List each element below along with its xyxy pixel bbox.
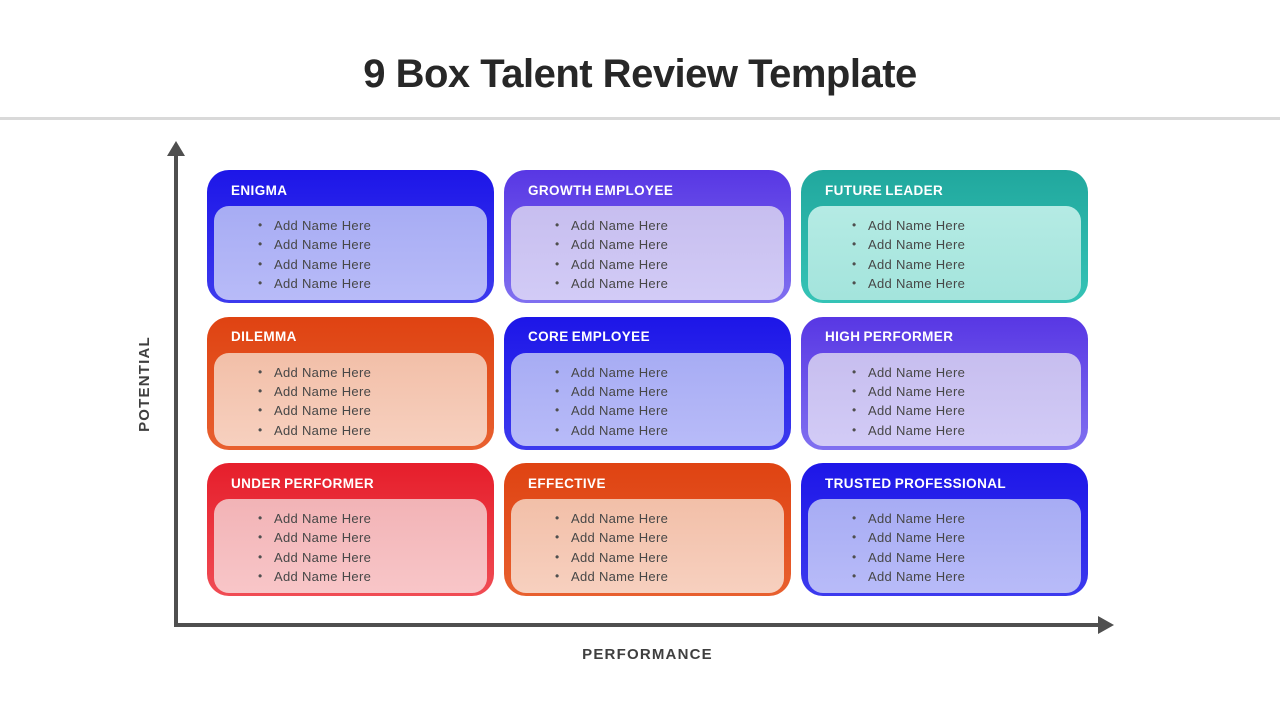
cell-list: Add Name HereAdd Name HereAdd Name HereA… <box>852 216 1071 294</box>
name-placeholder-item[interactable]: Add Name Here <box>555 567 774 587</box>
cell-header: GROWTH EMPLOYEE <box>504 170 791 206</box>
name-placeholder-item[interactable]: Add Name Here <box>852 509 1071 529</box>
matrix-cell-future-leader[interactable]: FUTURE LEADER Add Name HereAdd Name Here… <box>801 170 1088 303</box>
cell-header: TRUSTED PROFESSIONAL <box>801 463 1088 499</box>
name-placeholder-item[interactable]: Add Name Here <box>852 528 1071 548</box>
name-placeholder-item[interactable]: Add Name Here <box>258 401 477 421</box>
y-axis-line <box>174 153 178 627</box>
cell-panel: Add Name HereAdd Name HereAdd Name HereA… <box>511 206 784 300</box>
name-placeholder-item[interactable]: Add Name Here <box>852 235 1071 255</box>
cell-header: ENIGMA <box>207 170 494 206</box>
name-placeholder-item[interactable]: Add Name Here <box>555 235 774 255</box>
matrix-cell-core-employee[interactable]: CORE EMPLOYEE Add Name HereAdd Name Here… <box>504 316 791 450</box>
matrix-cell-trusted-professional[interactable]: TRUSTED PROFESSIONAL Add Name HereAdd Na… <box>801 463 1088 596</box>
name-placeholder-item[interactable]: Add Name Here <box>258 235 477 255</box>
y-axis-label: POTENTIAL <box>136 336 153 432</box>
name-placeholder-item[interactable]: Add Name Here <box>852 216 1071 236</box>
cell-panel: Add Name HereAdd Name HereAdd Name HereA… <box>214 499 487 593</box>
name-placeholder-item[interactable]: Add Name Here <box>852 401 1071 421</box>
cell-panel: Add Name HereAdd Name HereAdd Name HereA… <box>214 352 487 447</box>
cell-title: CORE EMPLOYEE <box>528 329 650 344</box>
name-placeholder-item[interactable]: Add Name Here <box>852 382 1071 402</box>
cell-header: UNDER PERFORMER <box>207 463 494 499</box>
cell-list: Add Name HereAdd Name HereAdd Name HereA… <box>258 363 477 441</box>
cell-header: FUTURE LEADER <box>801 170 1088 206</box>
nine-box-grid: ENIGMA Add Name HereAdd Name HereAdd Nam… <box>207 170 1088 596</box>
name-placeholder-item[interactable]: Add Name Here <box>852 567 1071 587</box>
name-placeholder-item[interactable]: Add Name Here <box>555 509 774 529</box>
name-placeholder-item[interactable]: Add Name Here <box>258 274 477 294</box>
y-axis-arrow-icon <box>167 141 185 156</box>
cell-list: Add Name HereAdd Name HereAdd Name HereA… <box>555 216 774 294</box>
cell-panel: Add Name HereAdd Name HereAdd Name HereA… <box>808 352 1081 447</box>
name-placeholder-item[interactable]: Add Name Here <box>258 382 477 402</box>
name-placeholder-item[interactable]: Add Name Here <box>258 216 477 236</box>
name-placeholder-item[interactable]: Add Name Here <box>555 548 774 568</box>
name-placeholder-item[interactable]: Add Name Here <box>258 548 477 568</box>
cell-panel: Add Name HereAdd Name HereAdd Name HereA… <box>808 499 1081 593</box>
cell-list: Add Name HereAdd Name HereAdd Name HereA… <box>852 509 1071 587</box>
cell-title: TRUSTED PROFESSIONAL <box>825 475 1007 491</box>
matrix-cell-dilemma[interactable]: DILEMMA Add Name HereAdd Name HereAdd Na… <box>207 316 494 450</box>
cell-title: UNDER PERFORMER <box>231 475 375 491</box>
matrix-cell-enigma[interactable]: ENIGMA Add Name HereAdd Name HereAdd Nam… <box>207 170 494 303</box>
cell-header: CORE EMPLOYEE <box>504 317 791 353</box>
name-placeholder-item[interactable]: Add Name Here <box>258 363 477 383</box>
matrix-cell-growth-employee[interactable]: GROWTH EMPLOYEE Add Name HereAdd Name He… <box>504 170 791 303</box>
cell-title: GROWTH EMPLOYEE <box>528 182 674 198</box>
cell-header: EFFECTIVE <box>504 463 791 499</box>
matrix-cell-under-performer[interactable]: UNDER PERFORMER Add Name HereAdd Name He… <box>207 463 494 596</box>
page-title: 9 Box Talent Review Template <box>363 52 917 96</box>
name-placeholder-item[interactable]: Add Name Here <box>852 421 1071 441</box>
title-divider <box>0 117 1280 120</box>
cell-header: DILEMMA <box>207 317 494 353</box>
cell-title: DILEMMA <box>231 329 297 344</box>
name-placeholder-item[interactable]: Add Name Here <box>258 255 477 275</box>
name-placeholder-item[interactable]: Add Name Here <box>852 363 1071 383</box>
name-placeholder-item[interactable]: Add Name Here <box>258 567 477 587</box>
name-placeholder-item[interactable]: Add Name Here <box>258 509 477 529</box>
name-placeholder-item[interactable]: Add Name Here <box>555 274 774 294</box>
cell-list: Add Name HereAdd Name HereAdd Name HereA… <box>258 216 477 294</box>
name-placeholder-item[interactable]: Add Name Here <box>555 528 774 548</box>
x-axis-line <box>174 623 1099 627</box>
cell-panel: Add Name HereAdd Name HereAdd Name HereA… <box>808 206 1081 300</box>
x-axis-label: PERFORMANCE <box>582 646 713 663</box>
x-axis-arrow-icon <box>1098 616 1114 634</box>
name-placeholder-item[interactable]: Add Name Here <box>555 363 774 383</box>
cell-header: HIGH PERFORMER <box>801 317 1088 353</box>
cell-list: Add Name HereAdd Name HereAdd Name HereA… <box>258 509 477 587</box>
name-placeholder-item[interactable]: Add Name Here <box>555 421 774 441</box>
name-placeholder-item[interactable]: Add Name Here <box>555 401 774 421</box>
cell-panel: Add Name HereAdd Name HereAdd Name HereA… <box>511 352 784 447</box>
cell-panel: Add Name HereAdd Name HereAdd Name HereA… <box>214 206 487 300</box>
cell-list: Add Name HereAdd Name HereAdd Name HereA… <box>852 363 1071 441</box>
matrix-cell-high-performer[interactable]: HIGH PERFORMER Add Name HereAdd Name Her… <box>801 316 1088 450</box>
matrix-cell-effective[interactable]: EFFECTIVE Add Name HereAdd Name HereAdd … <box>504 463 791 596</box>
name-placeholder-item[interactable]: Add Name Here <box>852 255 1071 275</box>
cell-panel: Add Name HereAdd Name HereAdd Name HereA… <box>511 499 784 593</box>
name-placeholder-item[interactable]: Add Name Here <box>555 255 774 275</box>
name-placeholder-item[interactable]: Add Name Here <box>258 528 477 548</box>
name-placeholder-item[interactable]: Add Name Here <box>258 421 477 441</box>
cell-title: EFFECTIVE <box>528 475 606 491</box>
cell-title: HIGH PERFORMER <box>825 329 954 344</box>
name-placeholder-item[interactable]: Add Name Here <box>852 548 1071 568</box>
name-placeholder-item[interactable]: Add Name Here <box>555 382 774 402</box>
cell-title: ENIGMA <box>231 182 288 198</box>
name-placeholder-item[interactable]: Add Name Here <box>555 216 774 236</box>
cell-list: Add Name HereAdd Name HereAdd Name HereA… <box>555 509 774 587</box>
name-placeholder-item[interactable]: Add Name Here <box>852 274 1071 294</box>
cell-title: FUTURE LEADER <box>825 182 944 198</box>
cell-list: Add Name HereAdd Name HereAdd Name HereA… <box>555 363 774 441</box>
